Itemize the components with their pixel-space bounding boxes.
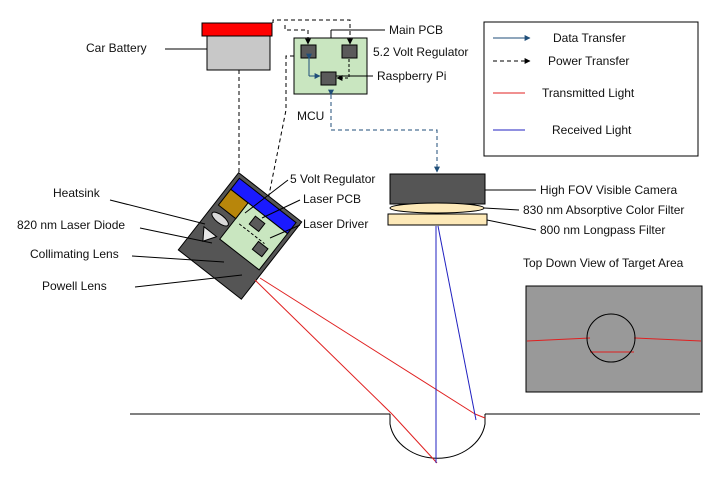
laser-pcb-label: Laser PCB <box>303 192 361 206</box>
camera-label: High FOV Visible Camera <box>540 183 677 197</box>
received-light <box>435 225 477 463</box>
car-battery-label: Car Battery <box>86 41 147 55</box>
laser-diode-leader <box>139 227 213 244</box>
top-down-view <box>525 285 703 393</box>
transmitted-ray-2 <box>391 413 438 464</box>
target-hole-top <box>586 313 636 363</box>
target-hole <box>389 414 486 459</box>
longpass-filter-label: 800 nm Longpass Filter <box>540 223 665 237</box>
raspberry-pi-chip <box>320 71 337 86</box>
powell-lens-leader <box>134 274 243 288</box>
received-ray-right <box>437 225 477 421</box>
heatsink-leader <box>109 199 206 225</box>
legend-power-transfer-label: Power Transfer <box>548 54 629 68</box>
powell-lens <box>202 225 218 242</box>
color-filter-label: 830 nm Absorptive Color Filter <box>523 203 684 217</box>
main-pcb <box>293 37 368 95</box>
legend: Data Transfer Power Transfer Transmitted… <box>483 21 699 157</box>
heatsink-label: Heatsink <box>53 186 101 200</box>
regulator-5-leader <box>244 179 289 214</box>
laser-driver-leader <box>269 224 301 239</box>
longpass-filter <box>387 213 488 226</box>
laser-line-right <box>633 337 702 342</box>
regulator-52-chip <box>341 44 358 59</box>
regulator-5-label: 5 Volt Regulator <box>290 172 375 186</box>
legend-data-transfer-label: Data Transfer <box>553 31 626 45</box>
mcu-label: MCU <box>297 109 324 123</box>
regulator-to-mcu-power <box>284 25 311 45</box>
battery-body <box>206 35 271 71</box>
collimating-lens-label: Collimating Lens <box>30 247 119 261</box>
laser-module <box>177 171 303 300</box>
laser-driver-chip <box>251 240 269 258</box>
car-battery <box>201 22 273 71</box>
regulator-52-label: 5.2 Volt Regulator <box>373 45 468 59</box>
raspberry-pi-label: Raspberry Pi <box>377 69 446 83</box>
legend-box <box>483 21 699 157</box>
laser-pcb-trace <box>238 223 265 244</box>
ground-surface <box>130 413 700 459</box>
transmitted-ray-3 <box>259 277 476 415</box>
laser-line-left <box>526 337 591 342</box>
mcu-to-laser-power <box>261 55 294 231</box>
reg-to-pi-power <box>336 59 350 81</box>
powell-lens-label: Powell Lens <box>42 279 107 293</box>
collimating-lens-leader <box>131 255 225 263</box>
laser-driver-label: Laser Driver <box>303 217 368 231</box>
battery-top <box>201 22 273 37</box>
transmitted-ray-1 <box>254 279 393 415</box>
color-filter-leader <box>483 207 520 211</box>
absorptive-filter <box>389 202 485 214</box>
laser-diode-label: 820 nm Laser Diode <box>17 218 125 232</box>
target-area <box>525 285 703 393</box>
legend-transmitted-light-label: Transmitted Light <box>542 86 635 100</box>
camera-body <box>389 173 486 205</box>
laser-pcb-leader <box>261 199 301 219</box>
collimating-lens <box>211 211 229 227</box>
laser-pcb-board <box>219 202 289 271</box>
transmitted-light <box>254 277 486 464</box>
battery-to-regulator-power <box>272 19 353 45</box>
longpass-filter-leader <box>486 219 537 231</box>
legend-received-light-label: Received Light <box>552 123 632 137</box>
laser-diode <box>217 188 249 220</box>
top-down-title: Top Down View of Target Area <box>523 256 684 270</box>
mcu-chip <box>300 44 317 59</box>
regulator-5-chip <box>248 215 266 233</box>
camera-assembly <box>387 173 488 226</box>
transmitted-ray-4 <box>474 413 486 419</box>
mcu-to-camera-data-link <box>328 89 440 173</box>
main-pcb-label: Main PCB <box>389 23 443 37</box>
